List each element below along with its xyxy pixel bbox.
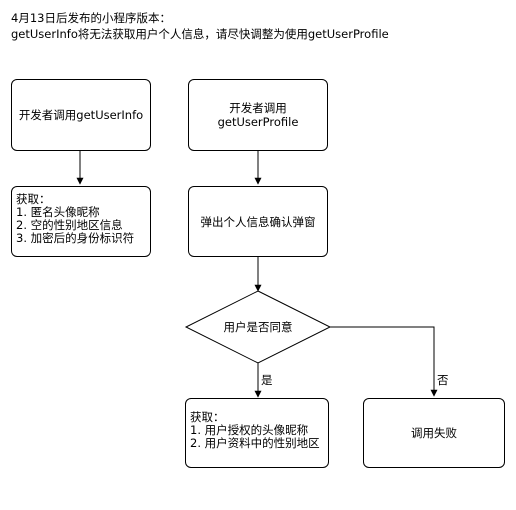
result-title: 获取： bbox=[16, 192, 51, 206]
yes-result-node: 获取： 1. 用户授权的头像昵称 2. 用户资料中的性别地区 bbox=[185, 398, 329, 468]
popup-label: 弹出个人信息确认弹窗 bbox=[200, 214, 316, 229]
fail-label: 调用失败 bbox=[411, 426, 457, 440]
result-item: 2. 空的性别地区信息 bbox=[16, 218, 123, 232]
fail-node: 调用失败 bbox=[363, 398, 505, 468]
result-item: 3. 加密后的身份标识符 bbox=[16, 231, 135, 245]
result-item: 1. 匿名头像昵称 bbox=[16, 205, 100, 219]
popup-node: 弹出个人信息确认弹窗 bbox=[188, 186, 328, 257]
header-line-1: 4月13日后发布的小程序版本： bbox=[11, 11, 171, 25]
edge-no-label: 否 bbox=[436, 373, 450, 387]
result-item: 1. 用户授权的头像昵称 bbox=[190, 423, 309, 437]
result-title: 获取： bbox=[190, 410, 225, 424]
getuserinfo-result-node: 获取： 1. 匿名头像昵称 2. 空的性别地区信息 3. 加密后的身份标识符 bbox=[11, 186, 151, 257]
header-line-2: getUserInfo将无法获取用户个人信息，请尽快调整为使用getUserPr… bbox=[11, 27, 389, 41]
dev-getuserprofile-node: 开发者调用 getUserProfile bbox=[188, 79, 328, 151]
edge-decision-no bbox=[330, 326, 438, 397]
edge-yes-label: 是 bbox=[260, 373, 274, 387]
result-item: 2. 用户资料中的性别地区 bbox=[190, 436, 320, 450]
dev-getuserprofile-label-line2: getUserProfile bbox=[217, 115, 299, 129]
dev-getuserinfo-node: 开发者调用getUserInfo bbox=[11, 79, 151, 151]
dev-getuserprofile-label-line1: 开发者调用 bbox=[229, 101, 287, 115]
dev-getuserinfo-label: 开发者调用getUserInfo bbox=[18, 108, 144, 122]
decision-label: 用户是否同意 bbox=[223, 320, 293, 334]
page-header: 4月13日后发布的小程序版本： getUserInfo将无法获取用户个人信息，请… bbox=[11, 10, 389, 42]
